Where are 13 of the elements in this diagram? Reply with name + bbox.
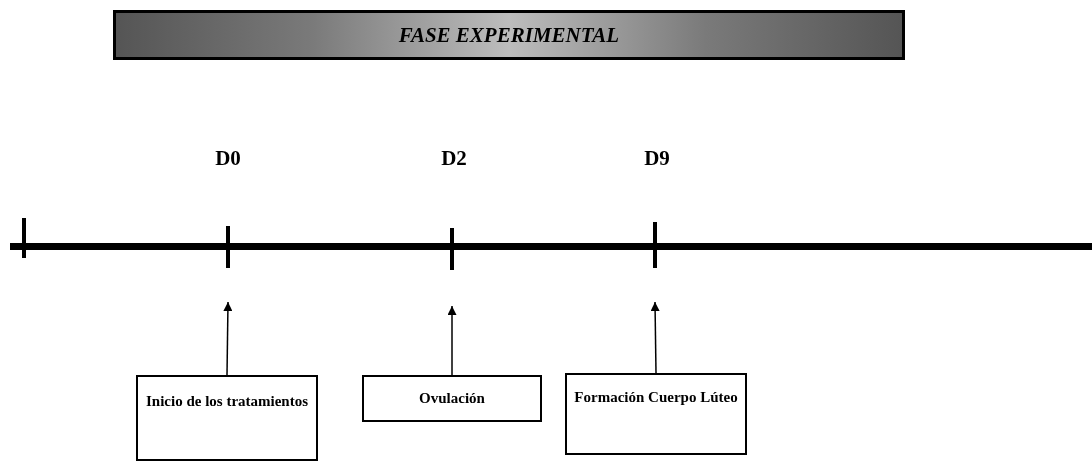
event-box	[362, 375, 542, 422]
day-label: D0	[214, 146, 242, 171]
event-text: Inicio de los tratamientos	[145, 392, 309, 411]
event-text: Ovulación	[419, 389, 485, 408]
arrow	[223, 301, 233, 376]
arrow	[447, 305, 457, 376]
event-box	[565, 373, 747, 455]
day-label: D2	[440, 146, 468, 171]
arrow	[650, 301, 660, 374]
event-box	[136, 375, 318, 461]
event-text: Formación Cuerpo Lúteo	[574, 388, 738, 407]
title: FASE EXPERIMENTAL	[398, 22, 620, 48]
day-label: D9	[643, 146, 671, 171]
